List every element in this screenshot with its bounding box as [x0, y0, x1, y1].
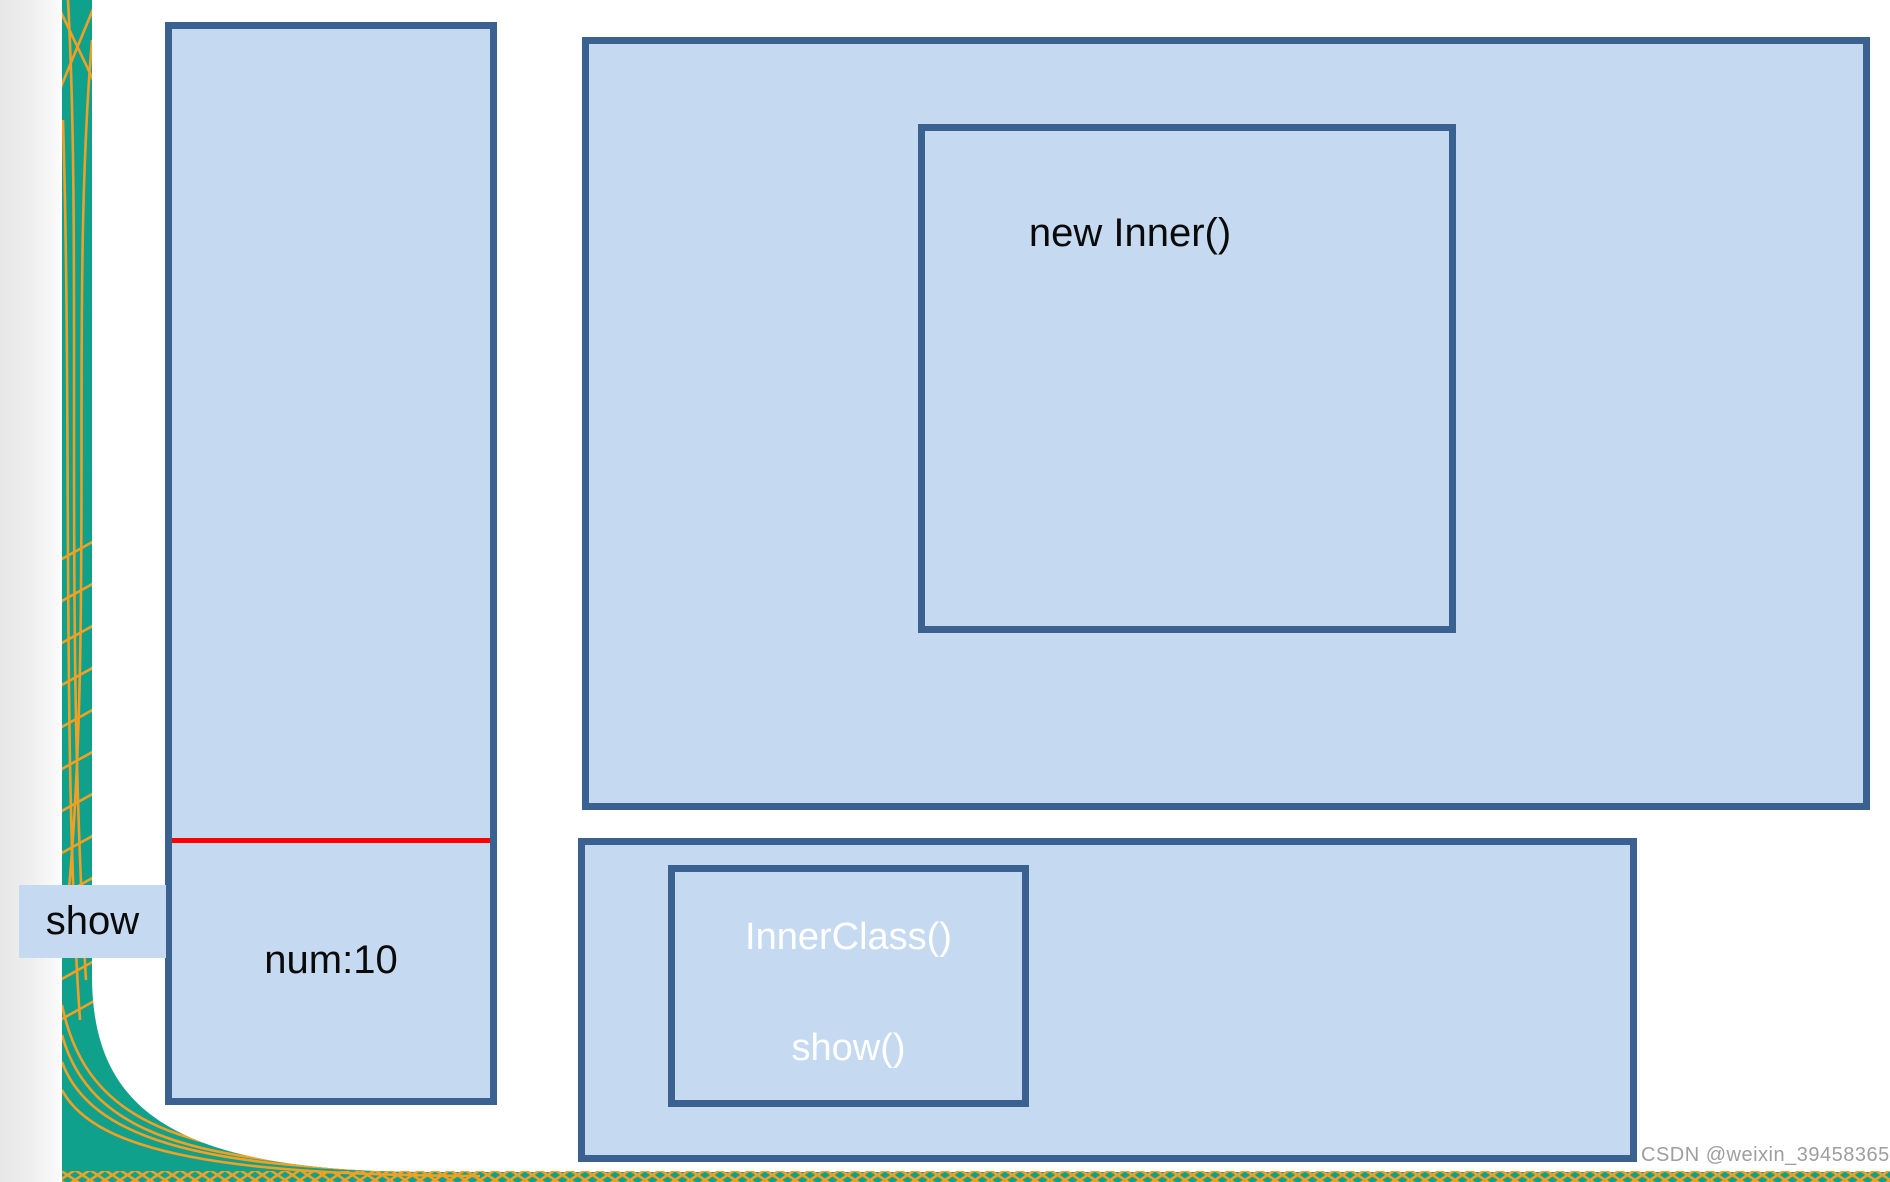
stack-box: num:10 — [165, 22, 497, 1105]
stack-divider-red-line — [172, 838, 490, 843]
new-inner-object-box: new Inner() — [918, 124, 1456, 633]
csdn-watermark: CSDN @weixin_39458365 — [1641, 1144, 1890, 1166]
stack-num-value: num:10 — [264, 938, 398, 982]
stack-frame-show-label: show — [19, 885, 166, 958]
inner-class-box: InnerClass() show() — [668, 865, 1029, 1107]
new-inner-label: new Inner() — [1028, 211, 1232, 255]
left-gray-margin — [0, 0, 60, 1182]
show-method-label: show() — [791, 1027, 906, 1069]
innerclass-constructor-label: InnerClass() — [745, 916, 952, 958]
bottom-band-lattice — [62, 1171, 1890, 1182]
